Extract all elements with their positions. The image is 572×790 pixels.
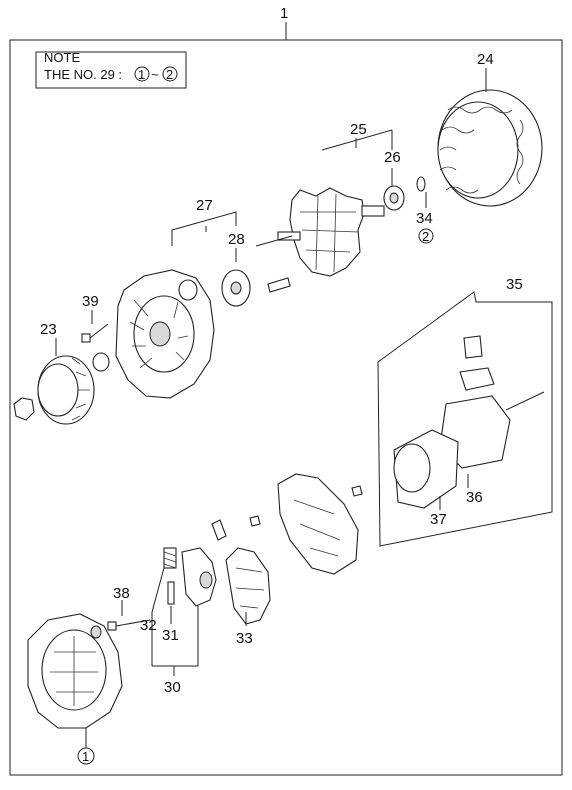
through-bolt-part-38	[107, 600, 151, 631]
part-label-36: 36	[466, 489, 483, 506]
callout-2: 2	[422, 229, 429, 244]
rear-housing	[27, 613, 123, 765]
front-housing-part-27	[115, 211, 237, 399]
rectifier-part-33	[211, 519, 271, 626]
part-label-24: 24	[477, 51, 494, 68]
part-label-38: 38	[113, 585, 130, 602]
rear-cover	[249, 473, 363, 575]
bearing-part-26	[383, 168, 405, 211]
note-range-sep: ~	[151, 67, 159, 82]
part-label-23: 23	[40, 321, 57, 338]
part-label-1: 1	[280, 5, 288, 22]
part-label-28: 28	[228, 231, 245, 248]
spring-part-32	[151, 547, 177, 613]
brush-part-31	[167, 581, 175, 624]
part-label-39: 39	[82, 293, 99, 310]
brush-holder-part-30	[151, 547, 217, 676]
bolt-part-39	[81, 310, 109, 343]
part-label-30: 30	[164, 679, 181, 696]
part-label-lines-36-37	[439, 474, 469, 510]
note-text: THE NO. 29 :	[44, 67, 122, 82]
callout-1: 1	[82, 749, 89, 764]
part-label-33: 33	[236, 630, 253, 647]
part-label-26: 26	[384, 149, 401, 166]
part-label-27: 27	[196, 197, 213, 214]
note-range-end: 2	[166, 67, 173, 82]
rotor-part-25	[255, 129, 393, 277]
vacuum-pump-part-35	[377, 291, 553, 547]
note-title: NOTE	[44, 50, 80, 65]
pulley-part-23	[13, 338, 110, 425]
note-box: NOTE THE NO. 29 : 1 ~ 2	[35, 50, 187, 89]
part-label-25: 25	[350, 121, 367, 138]
part-label-37: 37	[430, 511, 447, 528]
assembly-frame	[9, 22, 563, 776]
part-label-32: 32	[140, 617, 157, 634]
clip-part-34	[416, 176, 434, 244]
part-label-34: 34	[416, 210, 433, 227]
note-range-start: 1	[138, 67, 145, 82]
part-label-35: 35	[506, 276, 523, 293]
stator-part-24	[437, 68, 543, 207]
bearing-part-28	[221, 248, 291, 307]
part-label-31: 31	[162, 627, 179, 644]
